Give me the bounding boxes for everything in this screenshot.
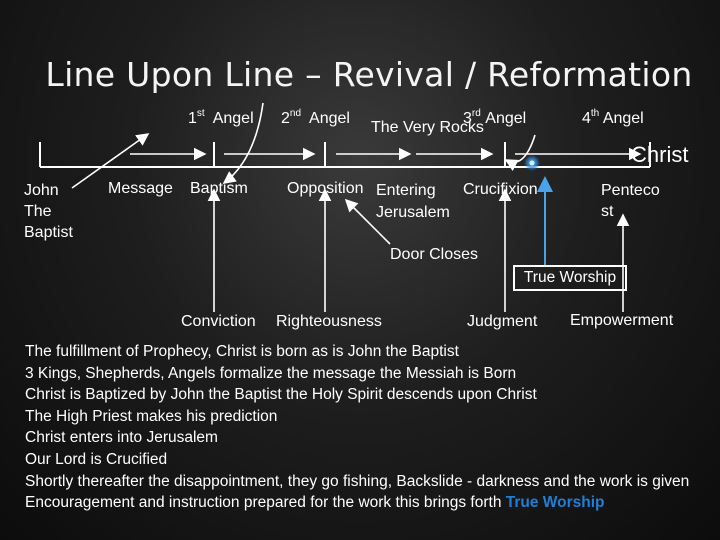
crucifixion-label: Crucifixion [463,181,538,198]
body-line: Shortly thereafter the disappointment, t… [25,472,690,490]
john-arrow [71,133,150,189]
body-line: The High Priest makes his prediction [25,407,278,425]
body-last-prefix: Encouragement and instruction prepared f… [25,494,506,512]
baptism-label: Baptism [190,180,248,197]
timeline-ticks [39,142,651,167]
door-closes-label: Door Closes [390,246,479,263]
judgment-label: Judgment [467,313,538,330]
page-title: Line Upon Line – Revival / Reformation [45,55,693,94]
body-line: 3 Kings, Shepherds, Angels formalize the… [25,364,517,382]
body-line: Our Lord is Crucified [25,450,168,468]
body-line: Christ is Baptized by John the Baptist t… [25,386,537,404]
angel-3-label: 3rd Angel [463,108,527,127]
entering-jerusalem-label: Entering Jerusalem [376,182,450,221]
john-the-baptist-label: John The Baptist [24,182,73,241]
message-label: Message [108,180,173,197]
body-text: The fulfillment of Prophecy, Christ is b… [25,341,720,514]
righteousness-label: Righteousness [276,313,382,330]
conviction-label: Conviction [181,313,256,330]
very-rocks-label: The Very Rocks [371,119,484,136]
opposition-label: Opposition [287,180,364,197]
true-worship-box: True Worship [513,265,627,291]
angel-4-label: 4th Angel [582,108,644,127]
body-line: Christ enters into Jerusalem [25,429,218,447]
angel-1-label: 1st Angel [188,108,254,127]
true-worship-highlight: True Worship [505,494,605,512]
pentecost-label: Penteco st [601,182,660,220]
body-line: The fulfillment of Prophecy, Christ is b… [25,343,459,360]
body-line-last: Encouragement and instruction prepared f… [25,492,720,514]
first-angel-arrow [222,102,264,184]
empowerment-label: Empowerment [570,312,674,329]
third-angel-arrow [504,134,536,172]
christ-label: Christ [631,142,689,167]
vertical-arrows [207,188,630,312]
door-closes-arrow [344,198,391,245]
angel-2-label: 2nd Angel [281,108,350,127]
